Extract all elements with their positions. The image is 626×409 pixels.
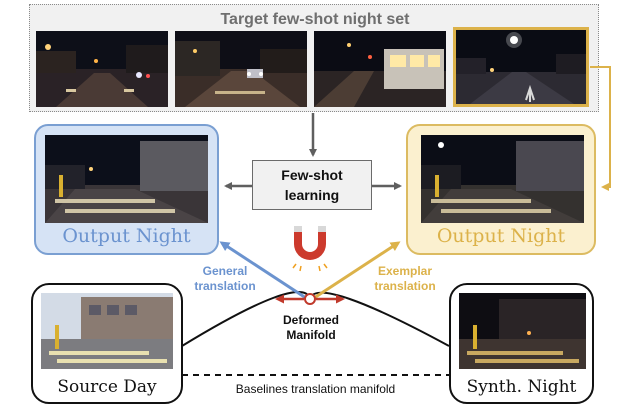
exemplar-translation-label: Exemplar translation xyxy=(374,264,436,293)
exemplar-link xyxy=(590,66,611,191)
few-shot-line2: learning xyxy=(284,187,340,203)
night-image-thumbnail xyxy=(314,31,446,107)
exemplar-night-image-thumbnail xyxy=(453,27,589,107)
target-set-title: Target few-shot night set xyxy=(220,11,410,28)
source-day-image xyxy=(41,293,173,369)
general-translation-arrow xyxy=(219,241,307,300)
synth-night-image xyxy=(459,293,586,369)
source-day-label: Source Day xyxy=(57,377,157,397)
source-day-card: Source Day xyxy=(31,283,183,404)
general-output-night-card: Output Night xyxy=(34,124,219,255)
general-translation-label: General translation xyxy=(194,264,256,293)
exemplar-output-label: Output Night xyxy=(436,225,566,247)
synth-night-card: Synth. Night xyxy=(449,283,594,404)
output-night-image xyxy=(45,135,208,223)
synth-night-label: Synth. Night xyxy=(466,377,577,397)
magnet-icon xyxy=(292,226,328,272)
deformed-manifold-label: Deformed Manifold xyxy=(282,313,339,342)
few-shot-learning-box: Few-shot learning xyxy=(252,160,372,210)
exemplar-output-night-card: Output Night xyxy=(406,124,596,255)
night-image-thumbnail xyxy=(36,31,168,107)
baseline-manifold-label: Baselines translation manifold xyxy=(235,382,396,396)
exemplar-translation-arrow xyxy=(313,241,401,300)
output-night-image xyxy=(421,135,584,223)
general-output-label: Output Night xyxy=(62,225,191,247)
night-image-thumbnail xyxy=(175,31,307,107)
manifold-node xyxy=(304,293,316,305)
few-shot-line1: Few-shot xyxy=(281,167,343,183)
target-night-set-panel: Target few-shot night set xyxy=(29,4,599,112)
